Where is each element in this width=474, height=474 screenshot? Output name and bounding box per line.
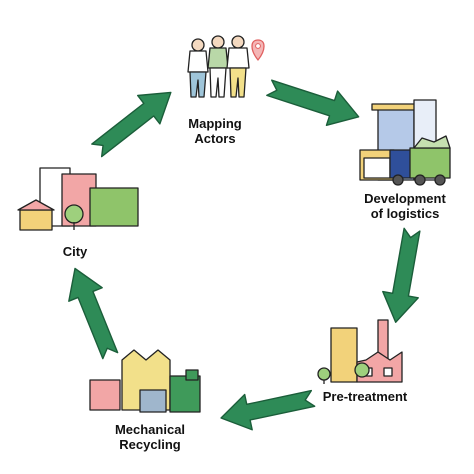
arrow-city-to-mapping xyxy=(84,77,183,166)
people-with-location-pin-icon xyxy=(187,35,265,98)
arrow-pretreatment-to-mechanical xyxy=(216,380,318,437)
recycling-plant-with-bales-icon xyxy=(89,349,201,413)
factory-icon xyxy=(317,319,403,384)
arrow-mapping-to-logistics xyxy=(262,69,365,135)
step-label-pre-treatment: Pre-treatment xyxy=(322,389,408,404)
step-label-mapping-actors: Mapping Actors xyxy=(188,116,242,146)
step-label-mechanical-recycling: Mechanical Recycling xyxy=(114,422,186,452)
city-buildings-icon xyxy=(17,167,139,231)
step-label-city: City xyxy=(62,244,88,259)
step-label-development-of-logistics: Development of logistics xyxy=(364,191,446,221)
warehouse-and-truck-icon xyxy=(359,99,451,186)
arrow-logistics-to-pretreatment xyxy=(377,225,431,327)
arrow-mechanical-to-city xyxy=(57,261,128,364)
